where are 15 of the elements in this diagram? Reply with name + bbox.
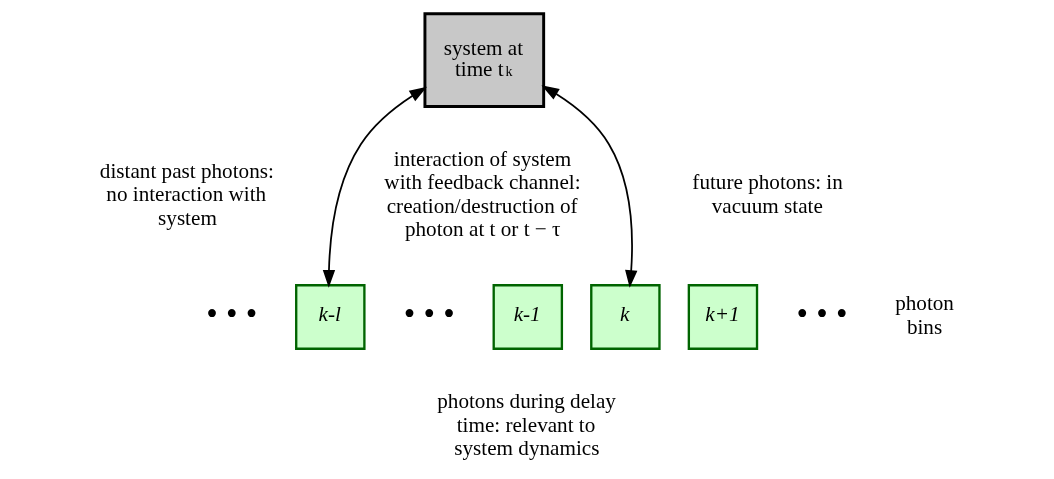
label: • • •	[795, 295, 847, 332]
label: photon bins	[894, 290, 954, 339]
node-box: k-1	[492, 283, 563, 350]
label: distant past photons: no interaction with system	[99, 158, 274, 230]
arrow	[322, 86, 427, 288]
label: photons during delay time: relevant to system dynamics	[436, 388, 616, 460]
label: future photons: in vacuum state	[691, 169, 843, 218]
label: • • •	[403, 295, 455, 332]
label: interaction of system with feedback channel: creation/destruction of photon at t or t − τ	[383, 146, 581, 241]
node-box: k	[589, 283, 661, 350]
arrow	[540, 84, 637, 288]
node-box: system at time tk	[422, 11, 545, 108]
node-box: k+1	[687, 283, 758, 350]
node-box: k-l	[294, 283, 366, 350]
label: • • •	[205, 295, 257, 332]
